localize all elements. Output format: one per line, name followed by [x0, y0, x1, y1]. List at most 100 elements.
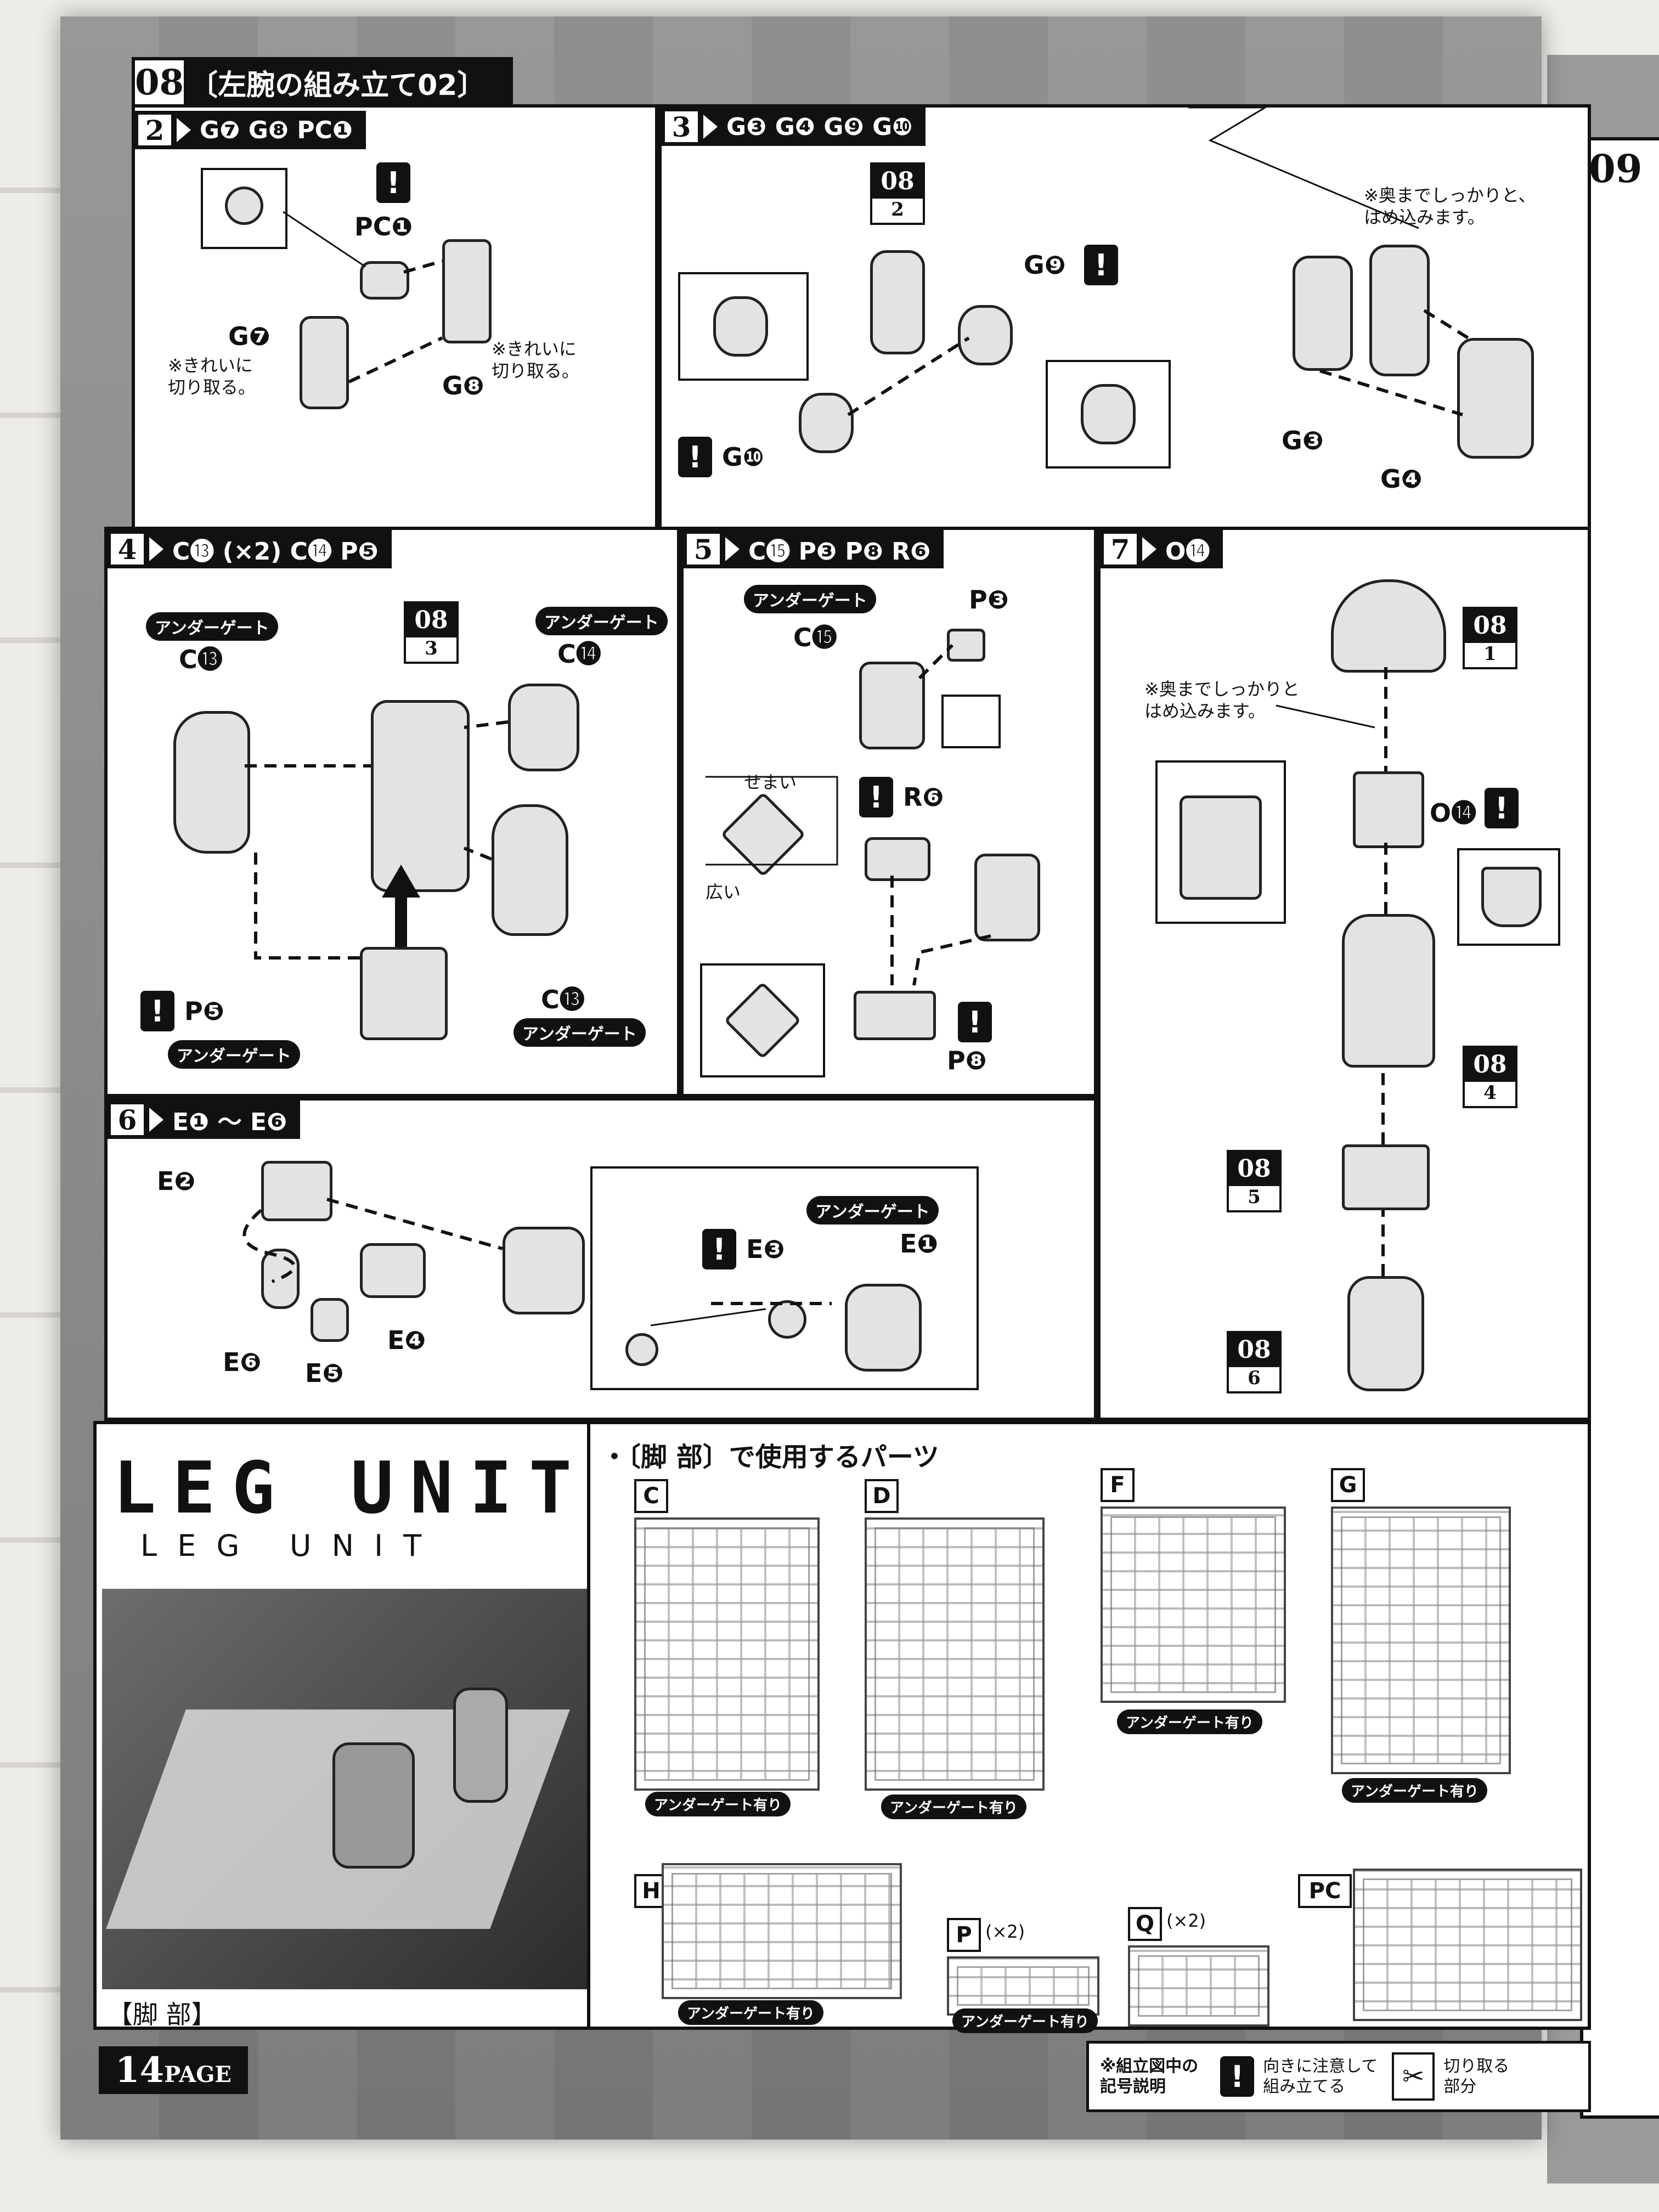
label-g10: G❿	[722, 442, 764, 472]
section-title: 〔左腕の組み立て02〕	[189, 69, 486, 102]
label-narrow: せまい	[744, 772, 797, 793]
step-3-number: 3	[665, 111, 698, 143]
step-5-parts: C⓯ P❸ P❽ R❻	[748, 538, 931, 566]
g9-detail-inset	[1046, 360, 1171, 469]
step-3-parts: G❸ G❹ G❾ G❿	[726, 112, 913, 141]
photo-leg-part	[332, 1742, 415, 1869]
pc1-detail-inset	[201, 168, 287, 249]
legend-warn-text: 向きに注意して 組み立てる	[1263, 2056, 1378, 2097]
e3-part	[768, 1300, 806, 1339]
sprue-c	[634, 1517, 820, 1791]
sprue-tag-pc: PC	[1298, 1874, 1352, 1908]
next-page-number: 09	[1589, 146, 1643, 191]
sprue-h-note: アンダーゲート有り	[678, 2000, 823, 2025]
label-p8: P❽	[947, 1046, 987, 1075]
pc1-part	[360, 261, 409, 300]
warning-icon: !	[702, 1229, 736, 1269]
e1-part	[845, 1284, 922, 1372]
warning-icon: !	[859, 777, 893, 817]
e2-part	[261, 1161, 332, 1221]
label-e3: E❸	[746, 1234, 785, 1264]
e3-detail-ball	[625, 1333, 658, 1366]
g10-detail-part	[713, 296, 768, 357]
sprue-p-count: (×2)	[985, 1921, 1025, 1942]
c13-part-left	[173, 711, 250, 854]
sprue-c-note: アンダーゲート有り	[645, 1792, 791, 1816]
step-5-panel: 5 C⓯ P❸ P❽ R❻ アンダーゲート C⓯ P❸ せまい 広い ! R❻ …	[680, 527, 1097, 1097]
label-c13-bottom: C⓭	[541, 985, 585, 1014]
warning-icon: !	[958, 1002, 992, 1042]
label-o14: O⓮	[1430, 798, 1477, 828]
sprue-pc	[1353, 1869, 1582, 2021]
label-wide: 広い	[706, 882, 741, 902]
label-r6: R❻	[903, 782, 944, 812]
legend-title: ※組立図中の 記号説明	[1100, 2056, 1199, 2097]
under-gate-badge: アンダーゲート	[168, 1040, 300, 1069]
elbow-part	[1342, 1144, 1430, 1210]
sprue-tag-c: C	[634, 1479, 668, 1513]
arm-core-part	[870, 250, 925, 354]
parts-panel: ・〔脚 部〕で使用するパーツ C アンダーゲート有り D アンダーゲート有り F…	[587, 1421, 1591, 2033]
leg-unit-panel: LEG UNIT L E G U N I T 【脚 部】	[93, 1421, 598, 2030]
e4-part	[360, 1243, 426, 1298]
step-6-header: 6 E❶ ～ E❻	[108, 1101, 301, 1139]
p5-part	[360, 947, 448, 1040]
legend-warning-icon: !	[1220, 2056, 1255, 2097]
label-pc1: PC❶	[354, 212, 413, 241]
step-3-header: 3 G❸ G❹ G❾ G❿	[662, 108, 926, 146]
sprue-tag-g: G	[1331, 1468, 1365, 1502]
sprue-q	[1128, 1945, 1269, 2027]
next-page-strip: 09	[1580, 137, 1659, 2119]
sprue-g-note: アンダーゲート有り	[1342, 1778, 1487, 1803]
label-c14: C⓮	[557, 639, 601, 669]
step-5-number: 5	[687, 533, 720, 566]
step-2-header: 2 G❼ G❽ PC❶	[135, 111, 366, 149]
label-e1: E❶	[900, 1229, 939, 1259]
label-p5: P❺	[184, 996, 224, 1026]
forearm-part	[1369, 245, 1430, 376]
label-c13-top: C⓭	[179, 645, 223, 674]
step-arrow-icon	[1142, 537, 1156, 561]
pc1-detail-part	[225, 187, 263, 225]
leg-unit-logo: LEG UNIT	[113, 1446, 589, 1530]
g10-part	[799, 393, 854, 453]
g8-part	[442, 239, 492, 343]
label-g8: G❽	[442, 371, 484, 400]
step-4-number: 4	[111, 533, 144, 566]
sprue-f	[1101, 1506, 1286, 1703]
g9-part	[958, 305, 1013, 365]
sprue-tag-f: F	[1101, 1468, 1135, 1502]
p8-detail-part	[724, 981, 802, 1059]
c14-part	[508, 684, 579, 771]
note-clean-cut-g7: ※きれいに 切り取る。	[168, 355, 256, 398]
g7-part	[300, 316, 349, 409]
leg-unit-subtitle: L E G U N I T	[140, 1528, 427, 1563]
shoulder-block-part	[503, 1227, 585, 1314]
c15-part	[859, 662, 925, 749]
photo-leg-part	[453, 1688, 508, 1803]
upper-arm-assembly	[1342, 914, 1435, 1068]
o14-detail-part	[1481, 867, 1542, 927]
p8-part	[854, 991, 936, 1040]
e5-part	[311, 1298, 349, 1342]
p3-c15-assembly	[974, 854, 1040, 941]
sprue-p-note: アンダーゲート有り	[952, 2008, 1098, 2033]
label-e6: E❻	[223, 1347, 262, 1377]
under-gate-badge: アンダーゲート	[535, 607, 668, 635]
g4-part	[1457, 338, 1534, 459]
leg-unit-photo	[102, 1589, 596, 1989]
label-g7: G❼	[228, 321, 270, 351]
fit-detail-part	[1180, 795, 1262, 900]
label-g9: G❾	[1024, 250, 1066, 280]
e-detail-inset: アンダーゲート E❶ ! E❸	[590, 1166, 979, 1390]
label-g4: G❹	[1380, 464, 1423, 494]
under-gate-badge: アンダーゲート	[744, 585, 876, 613]
arm-assembly-part	[371, 700, 470, 892]
leg-unit-caption: 【脚 部】	[108, 2000, 217, 2029]
section-number: 08	[135, 60, 184, 104]
step-2-panel: 08 〔左腕の組み立て02〕 2 G❼ G❽ PC❶ ! PC❶ G❼ ※きれい…	[132, 57, 658, 532]
